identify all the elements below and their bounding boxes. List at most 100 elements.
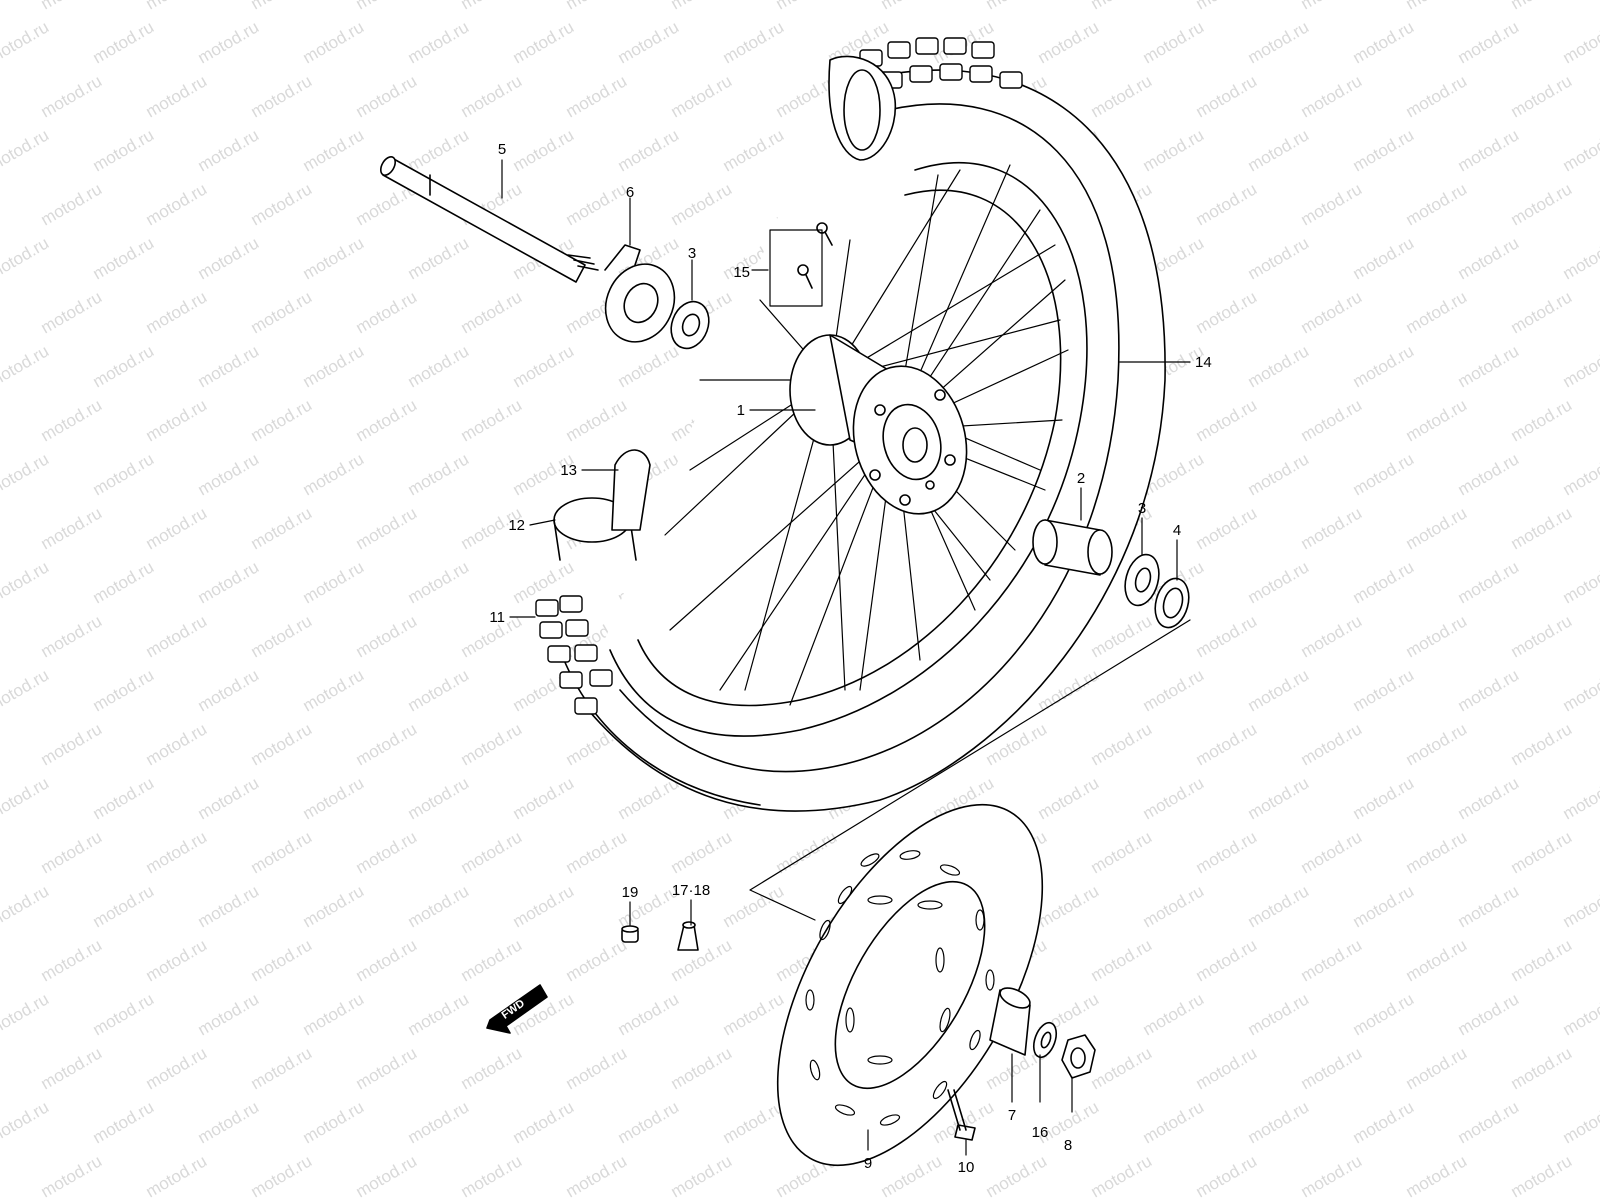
watermark-text: motod.ru	[1560, 773, 1600, 823]
watermark-text: motod.ru	[90, 557, 158, 607]
watermark-text: motod.ru	[405, 989, 473, 1039]
watermark-text: motod.ru	[300, 881, 368, 931]
disc-bolt	[947, 1089, 976, 1141]
watermark-text: motod.ru	[195, 341, 263, 391]
watermark-text: motod.ru	[300, 1097, 368, 1147]
watermark-text: motod.ru	[878, 1151, 946, 1200]
forward-arrow-icon	[486, 984, 548, 1034]
watermark-text: motod.ru	[668, 935, 736, 985]
watermark-text: motod.ru	[1350, 989, 1418, 1039]
watermark-text: motod.ru	[1455, 557, 1523, 607]
assembly-lines	[749, 229, 1191, 921]
watermark-text: motod.ru	[1193, 287, 1261, 337]
watermark-text: motod.ru	[1088, 827, 1156, 877]
watermark-text: motod.ru	[38, 179, 106, 229]
watermark-text: motod.ru	[195, 17, 263, 67]
watermark-text: motod.ru	[90, 665, 158, 715]
watermark-text: motod.ru	[1455, 17, 1523, 67]
watermark-text: motod.ru	[300, 557, 368, 607]
watermark-text: motod.ru	[1140, 125, 1208, 175]
watermark-text: motod.ru	[38, 1151, 106, 1200]
watermark-text: motod.ru	[353, 287, 421, 337]
watermark-text: motod.ru	[773, 0, 841, 13]
watermark-text: motod.ru	[353, 1151, 421, 1200]
watermark-text: motod.ru	[563, 179, 631, 229]
watermark-text: motod.ru	[1455, 1097, 1523, 1147]
watermark-text: motod.ru	[405, 17, 473, 67]
watermark-text: motod.ru	[1245, 1097, 1313, 1147]
watermark-text: motod.ru	[1455, 665, 1523, 715]
watermark-text: motod.ru	[615, 341, 683, 391]
watermark-text: motod.ru	[720, 881, 788, 931]
watermark-text: motod.ru	[1035, 17, 1103, 67]
watermark-text: motod.ru	[143, 71, 211, 121]
watermark-text: motod.ru	[615, 125, 683, 175]
watermark-text: motod.ru	[1560, 881, 1600, 931]
spacer-disc-side	[989, 987, 1031, 1056]
watermark-text: motod.ru	[1350, 17, 1418, 67]
watermark-text: motod.ru	[1455, 773, 1523, 823]
watermark-text: motod.ru	[90, 1097, 158, 1147]
watermark-text: motod.ru	[1088, 0, 1156, 13]
watermark-text: motod.ru	[1560, 17, 1600, 67]
watermark-text: motod.ru	[510, 341, 578, 391]
watermark-text: motod.ru	[1193, 935, 1261, 985]
watermark-text: motod.ru	[143, 1043, 211, 1093]
watermark-text: motod.ru	[1350, 773, 1418, 823]
callout-3-right: 3	[1138, 500, 1146, 517]
watermark-text: motod.ru	[983, 1151, 1051, 1200]
watermark-text: motod.ru	[1403, 719, 1471, 769]
watermark-text: motod.ru	[458, 395, 526, 445]
watermark-text: motod.ru	[195, 989, 263, 1039]
callout-17-18: 17·18	[672, 882, 710, 899]
watermark-text: motod.ru	[1245, 449, 1313, 499]
watermark-text: motod.ru	[0, 665, 52, 715]
bearing-left	[670, 300, 710, 350]
watermark-text: motod.ru	[248, 71, 316, 121]
watermark-text: motod.ru	[248, 0, 316, 13]
watermark-text: motod.ru	[1245, 17, 1313, 67]
watermark-text: motod.ru	[1298, 179, 1366, 229]
watermark-text: motod.ru	[1245, 881, 1313, 931]
watermark-text: motod.ru	[405, 125, 473, 175]
watermark-text: motod.ru	[1140, 773, 1208, 823]
watermark-text: motod.ru	[38, 395, 106, 445]
callout-11: 11	[489, 609, 505, 626]
watermark-text: motod.ru	[353, 0, 421, 13]
watermark-text: motod.ru	[1298, 395, 1366, 445]
watermark-text: motod.ru	[38, 0, 106, 13]
watermark-text: motod.ru	[0, 1097, 52, 1147]
watermark-text: motod.ru	[38, 935, 106, 985]
watermark-text: motod.ru	[1508, 503, 1576, 553]
callout-3-left: 3	[688, 245, 696, 262]
brake-disc	[776, 803, 1044, 1167]
watermark-text: motod.ru	[248, 1151, 316, 1200]
watermark-text: motod.ru	[615, 1097, 683, 1147]
watermark-text: motod.ru	[1560, 449, 1600, 499]
watermark-text: motod.ru	[195, 665, 263, 715]
watermark-text: motod.ru	[1088, 935, 1156, 985]
watermark-text: motod.ru	[405, 233, 473, 283]
watermark-text: motod.ru	[1508, 611, 1576, 661]
watermark-text: motod.ru	[720, 1097, 788, 1147]
watermark-text: motod.ru	[1193, 611, 1261, 661]
watermark-text: motod.ru	[353, 719, 421, 769]
watermark-text: motod.ru	[143, 179, 211, 229]
watermark-text: motod.ru	[1298, 827, 1366, 877]
watermark-text: motod.ru	[195, 881, 263, 931]
watermark-text: motod.ru	[1560, 665, 1600, 715]
watermark-text: motod.ru	[405, 773, 473, 823]
watermark-text: motod.ru	[1298, 287, 1366, 337]
watermark-text: motod.ru	[1403, 503, 1471, 553]
watermark-text: motod.ru	[38, 1043, 106, 1093]
watermark-text: motod.ru	[1245, 665, 1313, 715]
watermark-text: motod.ru	[1298, 503, 1366, 553]
watermark-text: motod.ru	[1560, 1097, 1600, 1147]
watermark-text: motod.ru	[1350, 881, 1418, 931]
callout-12: 12	[508, 517, 525, 534]
tire-cutaway	[828, 55, 897, 161]
watermark-text: motod.ru	[458, 935, 526, 985]
watermark-text: motod.ru	[668, 0, 736, 13]
watermark-text: motod.ru	[0, 773, 52, 823]
watermark-text: motod.ru	[143, 827, 211, 877]
